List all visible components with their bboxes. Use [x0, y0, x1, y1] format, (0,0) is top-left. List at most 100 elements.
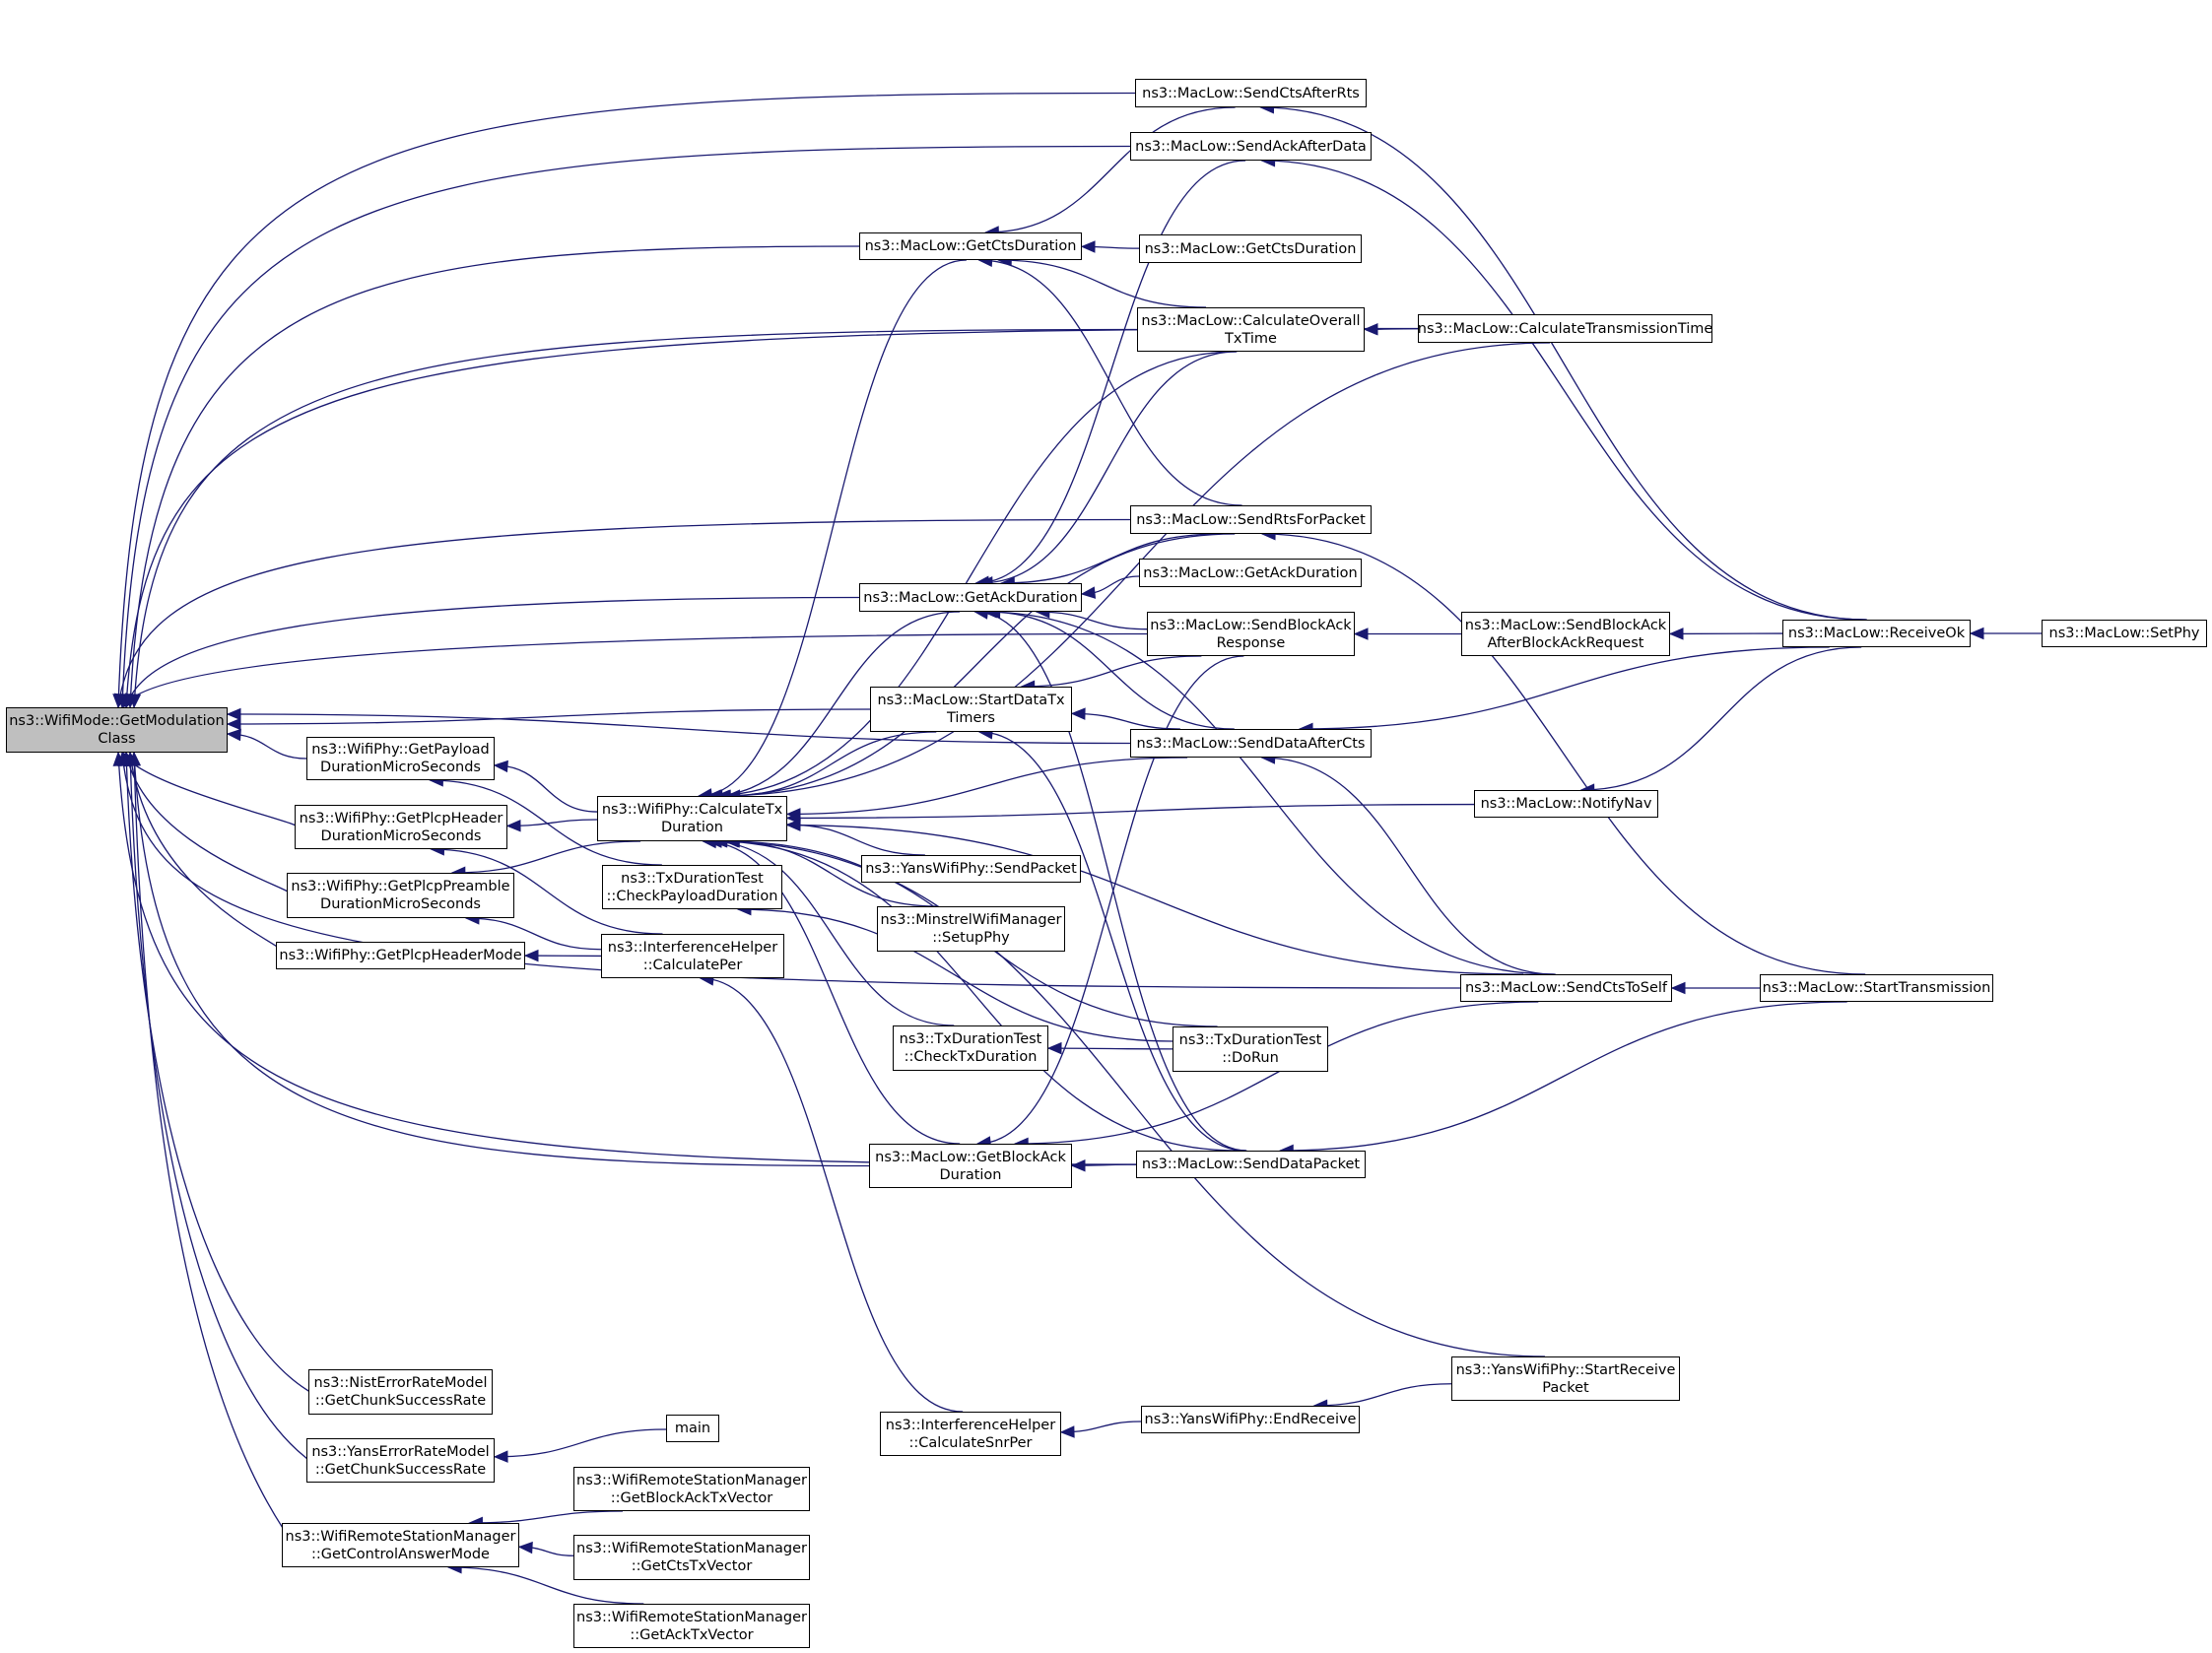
node-label: ::GetControlAnswerMode — [311, 1546, 490, 1562]
call-edge — [985, 106, 1236, 233]
graph-node-end-receive[interactable]: ns3::YansWifiPhy::EndReceive — [1141, 1406, 1360, 1433]
graph-node-send-packet[interactable]: ns3::YansWifiPhy::SendPacket — [861, 855, 1081, 883]
node-label: ::GetChunkSuccessRate — [314, 1393, 487, 1409]
graph-node-get-ack-dur-l[interactable]: ns3::MacLow::GetAckDuration — [859, 583, 1082, 612]
node-label: ns3::TxDurationTest — [1178, 1032, 1322, 1048]
node-label: ns3::YansWifiPhy::SendPacket — [865, 861, 1077, 877]
node-label: ::GetChunkSuccessRate — [314, 1461, 487, 1478]
node-label: ::DoRun — [1222, 1050, 1279, 1066]
arrowhead-icon — [517, 1541, 533, 1554]
node-label: ns3::YansWifiPhy::EndReceive — [1144, 1412, 1357, 1427]
call-edge — [979, 351, 1238, 584]
node-label: main — [674, 1421, 711, 1436]
node-label: Class — [98, 731, 136, 747]
arrowhead-icon — [1046, 1041, 1062, 1055]
call-edge — [1313, 1383, 1452, 1407]
node-label: Duration — [939, 1166, 1002, 1183]
node-label: ns3::MacLow::SendBlockAck — [1464, 617, 1667, 633]
graph-node-calc-trans-time[interactable]: ns3::MacLow::CalculateTransmissionTime — [1418, 314, 1712, 343]
call-edge — [494, 764, 598, 813]
call-edge — [451, 840, 641, 874]
call-edge — [1071, 712, 1180, 730]
graph-node-calc-per[interactable]: ns3::InterferenceHelper::CalculatePer — [601, 934, 784, 978]
call-edge — [1047, 1047, 1173, 1050]
graph-node-send-rts[interactable]: ns3::MacLow::SendRtsForPacket — [1130, 505, 1372, 534]
call-edge — [708, 611, 961, 797]
graph-node-notify-nav[interactable]: ns3::MacLow::NotifyNav — [1474, 790, 1658, 818]
node-label: DurationMicroSeconds — [320, 896, 481, 912]
call-edge — [1261, 160, 1866, 621]
node-label: ns3::MacLow::StartDataTx — [877, 693, 1065, 708]
call-edge — [448, 1566, 644, 1605]
node-label: ns3::WifiPhy::CalculateTx — [601, 802, 783, 818]
call-edge — [430, 779, 662, 866]
node-label: Response — [1216, 634, 1286, 651]
graph-node-set-phy[interactable]: ns3::MacLow::SetPhy — [2042, 620, 2207, 647]
call-edge — [1261, 757, 1556, 975]
arrowhead-icon — [1080, 586, 1097, 599]
graph-node-get-cts-tx[interactable]: ns3::WifiRemoteStationManager::GetCtsTxV… — [573, 1535, 810, 1580]
call-edge — [786, 803, 1475, 820]
call-edge — [129, 752, 286, 957]
node-label: ns3::InterferenceHelper — [607, 939, 778, 956]
graph-node-get-block-ack-tx[interactable]: ns3::WifiRemoteStationManager::GetBlockA… — [573, 1467, 810, 1511]
call-edge — [983, 611, 1554, 975]
graph-node-send-cts-after-rts[interactable]: ns3::MacLow::SendCtsAfterRts — [1135, 79, 1367, 107]
call-edge — [431, 848, 663, 935]
graph-node-do-run[interactable]: ns3::TxDurationTest::DoRun — [1173, 1026, 1328, 1072]
node-label: DurationMicroSeconds — [320, 760, 481, 775]
node-label: ns3::MacLow::GetAckDuration — [863, 589, 1078, 606]
graph-node-yans-err[interactable]: ns3::YansErrorRateModel::GetChunkSuccess… — [306, 1438, 495, 1483]
node-label: ns3::MacLow::SendDataAfterCts — [1136, 735, 1366, 752]
graph-node-check-tx-dur[interactable]: ns3::TxDurationTest::CheckTxDuration — [893, 1025, 1048, 1071]
call-edge — [1280, 1001, 1847, 1152]
node-label: ns3::InterferenceHelper — [885, 1417, 1056, 1433]
graph-node-get-plcp-header-mode[interactable]: ns3::WifiPhy::GetPlcpHeaderMode — [276, 942, 525, 969]
call-edge — [1260, 106, 1867, 621]
node-label: ns3::TxDurationTest — [621, 870, 764, 887]
graph-node-main[interactable]: main — [666, 1415, 719, 1442]
call-edge — [977, 655, 1244, 1145]
call-edge — [786, 757, 1188, 816]
node-label: Packet — [1542, 1379, 1589, 1396]
graph-node-nist[interactable]: ns3::NistErrorRateModel::GetChunkSuccess… — [308, 1369, 493, 1415]
graph-node-start-transmission[interactable]: ns3::MacLow::StartTransmission — [1760, 974, 1993, 1002]
arrowhead-icon — [505, 819, 521, 832]
graph-node-get-cts-dur-l[interactable]: ns3::MacLow::GetCtsDuration — [859, 232, 1082, 260]
arrowhead-icon — [1668, 628, 1684, 640]
graph-node-get-cts-dur-r[interactable]: ns3::MacLow::GetCtsDuration — [1139, 234, 1362, 263]
graph-node-receive-ok[interactable]: ns3::MacLow::ReceiveOk — [1782, 620, 1971, 647]
arrowhead-icon — [1670, 981, 1686, 995]
node-label: ns3::WifiPhy::GetPlcpPreamble — [291, 879, 510, 894]
node-label: ns3::WifiMode::GetModulation — [9, 713, 225, 729]
graph-node-send-data-packet[interactable]: ns3::MacLow::SendDataPacket — [1136, 1151, 1366, 1178]
graph-node-calc-snr-per[interactable]: ns3::InterferenceHelper::CalculateSnrPer — [880, 1412, 1061, 1456]
node-label: ns3::MacLow::GetBlockAck — [875, 1149, 1066, 1165]
graph-node-check-payload[interactable]: ns3::TxDurationTest::CheckPayloadDuratio… — [602, 865, 782, 909]
call-edge — [129, 245, 860, 708]
node-label: ns3::MacLow::GetCtsDuration — [864, 238, 1077, 254]
graph-node-minstrel[interactable]: ns3::MinstrelWifiManager::SetupPhy — [877, 906, 1065, 952]
graph-node-get-ack-dur-r[interactable]: ns3::MacLow::GetAckDuration — [1139, 559, 1362, 587]
call-edge — [713, 840, 1545, 1357]
graph-node-get-control-answer[interactable]: ns3::WifiRemoteStationManager::GetContro… — [282, 1523, 519, 1567]
graph-node-get-ack-tx[interactable]: ns3::WifiRemoteStationManager::GetAckTxV… — [573, 1604, 810, 1648]
arrowhead-icon — [1059, 1425, 1075, 1438]
graph-node-send-ack-after-data[interactable]: ns3::MacLow::SendAckAfterData — [1130, 132, 1372, 161]
graph-node-send-data-after-cts[interactable]: ns3::MacLow::SendDataAfterCts — [1130, 729, 1372, 758]
call-edge — [117, 752, 1137, 1165]
call-edge — [1580, 646, 1862, 791]
graph-node-send-cts-to-self[interactable]: ns3::MacLow::SendCtsToSelf — [1460, 974, 1672, 1002]
call-edge — [1015, 1001, 1539, 1145]
